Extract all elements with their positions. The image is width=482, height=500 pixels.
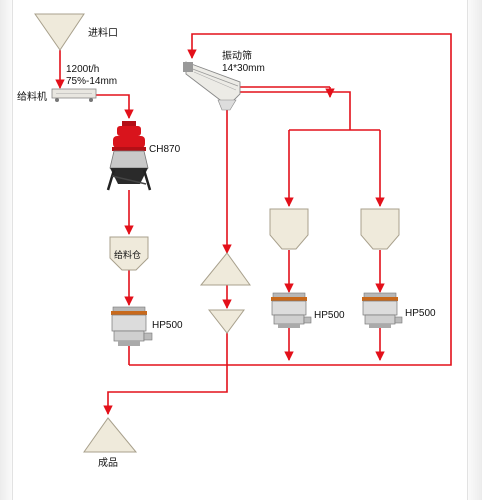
capacity-label: 1200t/h <box>66 64 99 75</box>
feed-bin-label: 给料仓 <box>114 249 141 260</box>
cone-crusher-ch870: CH870 <box>106 121 181 191</box>
right-margin-shade <box>468 0 482 500</box>
vibrating-screen-label: 振动筛 <box>222 49 252 62</box>
crusher-leg-right <box>142 169 152 191</box>
screened-stockpile <box>199 252 251 334</box>
crusher-cap <box>122 121 136 126</box>
feeder-wheel-left <box>55 98 59 102</box>
hp-middle-label: HP500 <box>314 310 345 321</box>
feed-inlet: 进料口 <box>34 13 118 51</box>
small-hopper <box>207 309 245 334</box>
screen-spec-label: 14*30mm <box>222 63 265 74</box>
feed-inlet-hopper <box>34 13 85 51</box>
flow-lines <box>55 33 452 415</box>
crusher-leg-left <box>106 169 116 191</box>
feed-bin-body <box>109 236 149 271</box>
flow-feeder-to-crusher <box>96 94 134 119</box>
hp500-left: HP500 <box>111 306 183 346</box>
flow-screen-oversize-2 <box>238 91 351 130</box>
crusher-top <box>117 126 141 136</box>
crusher-shell <box>109 150 149 169</box>
right-margin-border <box>467 0 468 500</box>
bin-right-body <box>360 208 400 250</box>
hp-left-label: HP500 <box>152 320 183 331</box>
stockpile-triangle <box>199 252 251 286</box>
product-triangle <box>83 417 138 453</box>
product-pile: 成品 <box>83 417 138 469</box>
cone-crusher-label: CH870 <box>149 144 181 155</box>
vibrating-screen: 振动筛 14*30mm <box>183 49 265 111</box>
feeder: 给料机 <box>17 88 97 103</box>
flow-collector-return <box>129 33 452 366</box>
left-margin-shade <box>0 0 12 500</box>
screen-outlet <box>217 99 237 111</box>
left-margin-border <box>12 0 13 500</box>
crusher-band <box>112 147 146 151</box>
size-spec-label: 75%-14mm <box>66 76 117 87</box>
hp500-middle: HP500 <box>271 292 345 328</box>
feeder-label: 给料机 <box>17 90 47 103</box>
flow-to-product <box>103 333 228 415</box>
crusher-brace <box>111 175 147 185</box>
crusher-mid <box>113 136 145 148</box>
screen-motor <box>183 62 193 72</box>
bin-middle-body <box>269 208 309 250</box>
bin-right <box>360 208 400 250</box>
hp-right-label: HP500 <box>405 308 436 319</box>
feeder-wheel-right <box>89 98 93 102</box>
bin-middle <box>269 208 309 250</box>
product-label: 成品 <box>98 457 118 469</box>
feed-inlet-label: 进料口 <box>88 26 118 39</box>
hp500-right: HP500 <box>362 292 436 328</box>
crusher-frame <box>110 168 148 184</box>
feed-bin: 给料仓 <box>109 236 149 271</box>
